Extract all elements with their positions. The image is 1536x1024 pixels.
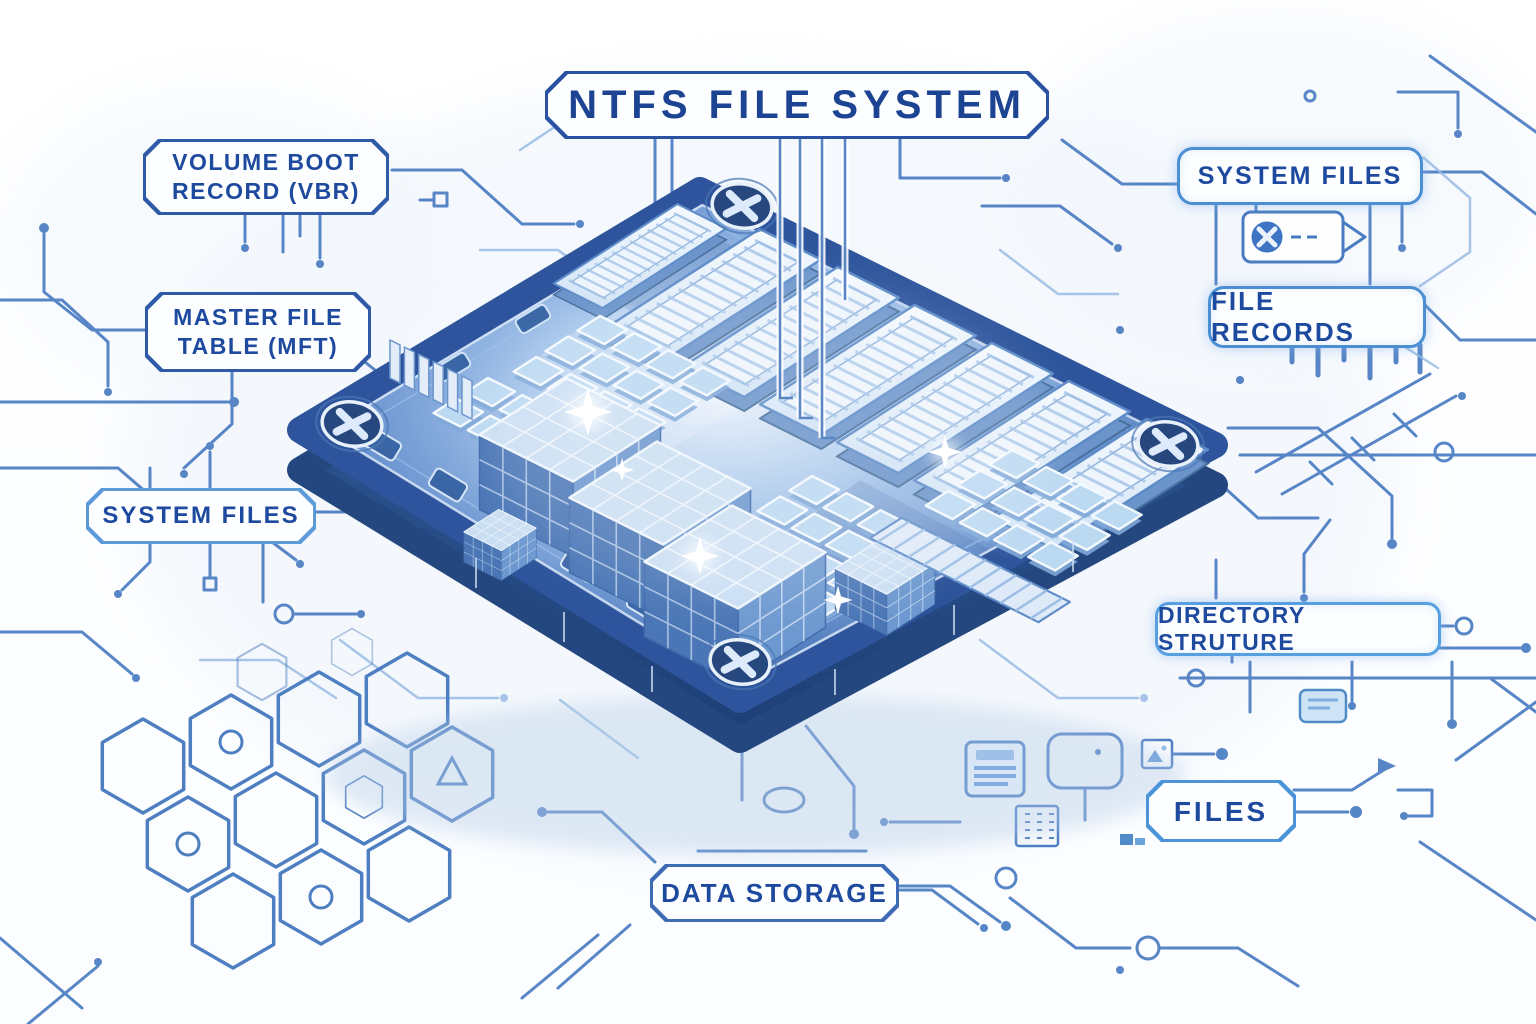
circuit-traces-directory-below [1178,646,1536,720]
page-title: NTFS FILE SYSTEM [568,83,1026,127]
file-record-pins [1289,342,1423,381]
screw-tag-icon [1241,210,1367,264]
circuit-traces-bottom-left [0,936,100,1024]
hexagon-cell [366,825,452,923]
label-text: DATA STORAGE [661,877,888,908]
hexagon-cell [145,795,231,893]
label-text: VOLUME BOOT [172,149,360,176]
circuit-traces-top-right [1214,54,1536,342]
label-text: MASTER FILE [173,304,343,331]
hexagon-cell [233,771,319,869]
label-text: SYSTEM FILES [1197,161,1403,190]
chip-board [287,174,1228,753]
label-volume-boot-record: VOLUME BOOT RECORD (VBR) [143,139,389,215]
label-text: FILE RECORDS [1211,286,1356,347]
circuit-traces-right-mid [1203,372,1536,650]
side-notches [475,542,1074,695]
label-data-storage: DATA STORAGE [650,864,899,922]
label-text: FILES [1173,795,1269,827]
label-files: FILES [1146,780,1296,842]
label-master-file-table: MASTER FILE TABLE (MFT) [145,292,371,372]
label-file-records: FILE RECORDS [1208,286,1426,348]
hexagon-cell [100,717,186,815]
sparkles [490,280,1050,615]
chip-pins-over [776,133,849,440]
label-text: DIRECTORY STRUTURE [1158,602,1306,655]
chip-shadow [325,695,1185,855]
slat-heatsink [389,338,473,421]
hexagon-cell [278,848,364,946]
hexagon-cell [190,872,276,970]
label-system-files-left: SYSTEM FILES [86,488,316,544]
label-directory-structure: DIRECTORY STRUTURE [1155,602,1441,656]
label-text: RECORD (VBR) [172,178,360,204]
title-box: NTFS FILE SYSTEM [545,71,1049,139]
label-text: TABLE (MFT) [177,333,339,359]
label-text: SYSTEM FILES [102,502,300,529]
sd-card-icon [1298,688,1348,724]
label-system-files-right: SYSTEM FILES [1177,147,1423,205]
mini-blocks-icon [1120,834,1145,845]
